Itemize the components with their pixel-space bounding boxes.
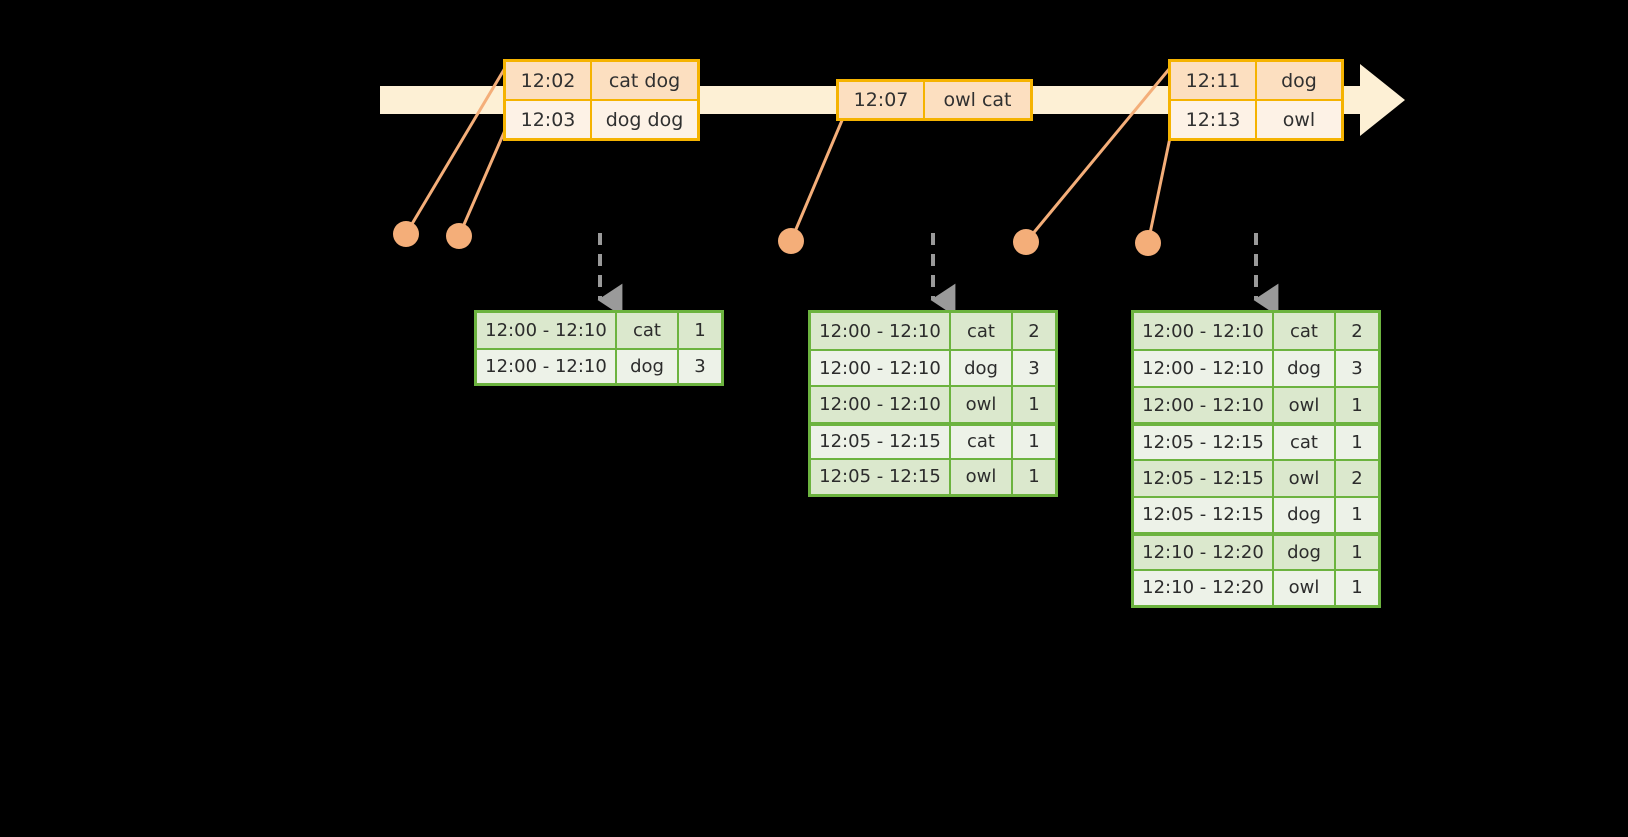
cell-count: 1	[1028, 431, 1040, 453]
event-row[interactable]: 12:07 owl cat	[839, 82, 1030, 118]
event-group-2[interactable]: 12:07 owl cat	[836, 79, 1033, 121]
cell-window: 12:00 - 12:10	[1134, 313, 1274, 350]
event-message: owl cat	[943, 89, 1012, 111]
cell-key: dog	[1274, 351, 1336, 386]
cell-window: 12:00 - 12:10	[1134, 351, 1274, 386]
marker-5-dot	[1135, 230, 1161, 256]
event-row[interactable]: 12:13 owl	[1171, 99, 1341, 138]
cell-window: 12:00 - 12:10	[811, 387, 951, 422]
cell-key: owl	[951, 459, 1013, 495]
cell-key: cat	[617, 313, 679, 348]
marker-2-dot	[446, 223, 472, 249]
cell-count: 2	[1351, 320, 1363, 342]
cell-window: 12:00 - 12:10	[811, 313, 951, 350]
cell-key: cat	[1274, 426, 1336, 459]
cell-window: 12:05 - 12:15	[1134, 426, 1274, 459]
event-time: 12:03	[506, 101, 592, 138]
cell-key: dog	[951, 351, 1013, 386]
cell-key: owl	[1274, 387, 1336, 423]
cell-key: dog	[617, 349, 679, 383]
cell-window: 12:05 - 12:15	[1134, 497, 1274, 532]
cell-window: 12:00 - 12:10	[811, 351, 951, 386]
cell-count: 1	[1351, 577, 1363, 599]
marker-3-dot	[778, 228, 804, 254]
event-message: dog dog	[605, 108, 684, 131]
cell-window: 12:00 - 12:10	[477, 313, 617, 348]
cell-key: owl	[1274, 461, 1336, 496]
cell-window: 12:10 - 12:20	[1134, 536, 1274, 569]
cell-window: 12:05 - 12:15	[811, 425, 951, 458]
event-row[interactable]: 12:02 cat dog	[506, 62, 697, 99]
cell-count: 2	[1351, 467, 1363, 489]
cell-window: 12:00 - 12:10	[477, 349, 617, 383]
event-group-3[interactable]: 12:11 dog 12:13 owl	[1168, 59, 1344, 141]
cell-window: 12:05 - 12:15	[811, 459, 951, 495]
event-time: 12:11	[1171, 62, 1257, 99]
event-message: dog	[1281, 69, 1317, 92]
marker-4-dot	[1013, 229, 1039, 255]
cell-key: dog	[1274, 536, 1336, 569]
flow-arrows	[597, 233, 1279, 317]
cell-count: 1	[694, 319, 706, 341]
cell-key: cat	[951, 313, 1013, 350]
event-row[interactable]: 12:03 dog dog	[506, 99, 697, 138]
cell-count: 3	[1351, 358, 1363, 380]
cell-count: 1	[1351, 541, 1363, 563]
event-message: cat dog	[608, 69, 681, 92]
cell-count: 1	[1351, 504, 1363, 526]
event-time: 12:07	[839, 82, 925, 118]
cell-key: owl	[1274, 570, 1336, 606]
cell-window: 12:05 - 12:15	[1134, 461, 1274, 496]
cell-count: 1	[1028, 466, 1040, 488]
cell-count: 1	[1028, 393, 1040, 415]
event-row[interactable]: 12:11 dog	[1171, 62, 1341, 99]
cell-window: 12:00 - 12:10	[1134, 387, 1274, 423]
event-time: 12:02	[506, 62, 592, 99]
cell-count: 2	[1028, 320, 1040, 342]
cell-key: cat	[1274, 313, 1336, 350]
cell-key: owl	[951, 387, 1013, 422]
cell-count: 1	[1351, 394, 1363, 416]
event-group-1[interactable]: 12:02 cat dog 12:03 dog dog	[503, 59, 700, 141]
cell-key: dog	[1274, 497, 1336, 532]
marker-1-dot	[393, 221, 419, 247]
cell-count: 3	[1028, 357, 1040, 379]
marker-dots	[393, 221, 1161, 256]
cell-window: 12:10 - 12:20	[1134, 570, 1274, 606]
event-time: 12:13	[1171, 101, 1257, 138]
cell-count: 3	[694, 355, 706, 377]
cell-count: 1	[1351, 432, 1363, 454]
cell-key: cat	[951, 425, 1013, 458]
event-message: owl	[1282, 108, 1316, 131]
